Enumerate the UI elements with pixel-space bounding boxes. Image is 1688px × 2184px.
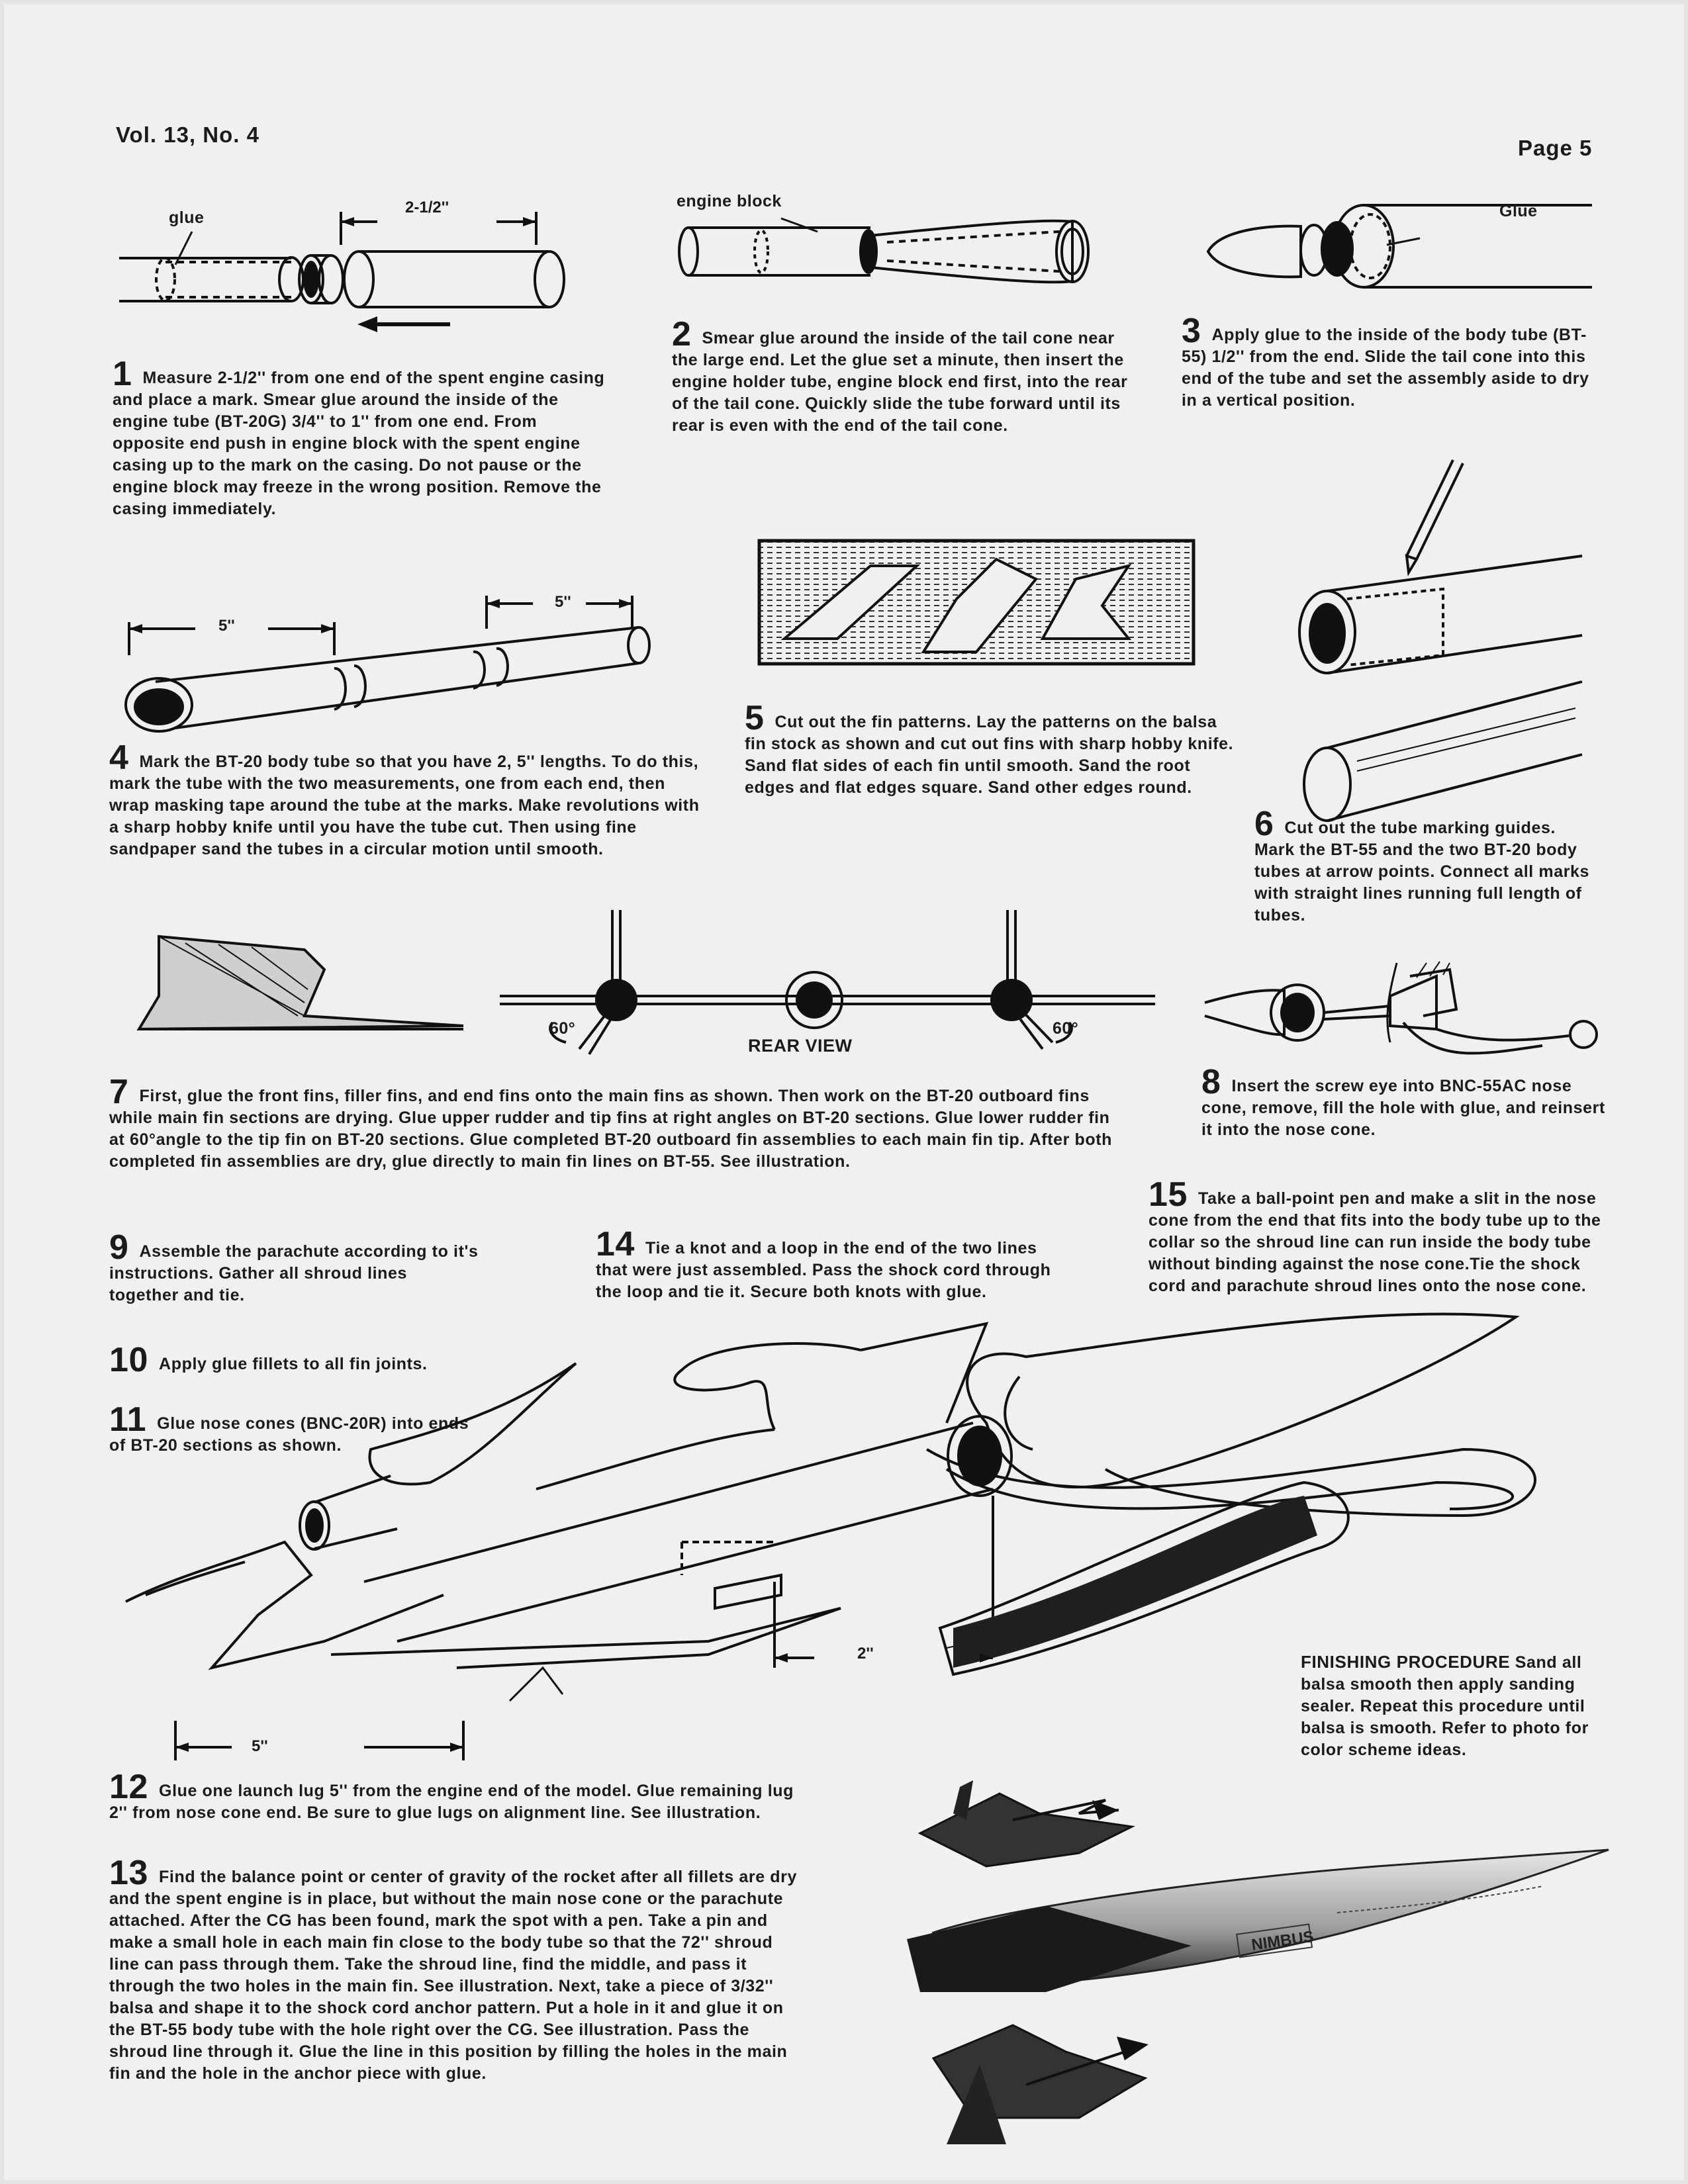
step-5-number: 5 — [745, 699, 765, 737]
page-number: Page 5 — [1518, 136, 1593, 160]
step-11-number: 11 — [109, 1400, 147, 1439]
step-4-number: 4 — [109, 739, 129, 777]
step-6-text: Cut out the tube marking guides. Mark th… — [1254, 819, 1590, 925]
label-glue-cap: Glue — [1499, 202, 1538, 220]
step-1-text: Measure 2-1/2'' from one end of the spen… — [113, 369, 605, 518]
step-10-text: Apply glue fillets to all fin joints. — [159, 1355, 428, 1373]
label-dim-2-half: 2-1/2'' — [405, 199, 449, 216]
finishing-title: FINISHING PROCEDURE — [1301, 1652, 1511, 1672]
diagram-fin-side — [136, 934, 464, 1031]
diagram-screw-eye — [1204, 961, 1598, 1055]
step-8-text: Insert the screw eye into BNC-55AC nose … — [1201, 1077, 1605, 1139]
step-9-text: Assemble the parachute according to it's… — [109, 1242, 479, 1304]
step-8-number: 8 — [1201, 1063, 1221, 1101]
step-4-text: Mark the BT-20 body tube so that you hav… — [109, 752, 700, 858]
label-rear-view: REAR VIEW — [748, 1036, 853, 1056]
step-5-text: Cut out the fin patterns. Lay the patter… — [745, 713, 1234, 797]
label-engine-block: engine block — [677, 192, 782, 210]
step-3-number: 3 — [1182, 312, 1201, 350]
label-dim-2: 2'' — [857, 1645, 874, 1662]
label-dim-5-a: 5'' — [218, 617, 235, 635]
step-11-text: Glue nose cones (BNC-20R) into ends of B… — [109, 1414, 469, 1455]
step-7-text: First, glue the front fins, filler fins,… — [109, 1087, 1113, 1171]
step-3-text: Apply glue to the inside of the body tub… — [1182, 326, 1589, 410]
rocket-photo: NIMBUS — [907, 1780, 1609, 2144]
finishing-text: Sand all balsa smooth then apply sanding… — [1301, 1653, 1589, 1759]
step-14-number: 14 — [596, 1225, 635, 1263]
label-angle-left: 60° — [549, 1019, 576, 1038]
volume-number: Vol. 13, No. 4 — [116, 122, 259, 147]
step-2-number: 2 — [672, 315, 692, 353]
step-13-text: Find the balance point or center of grav… — [109, 1868, 797, 2083]
step-2-text: Smear glue around the inside of the tail… — [672, 329, 1128, 435]
diagram-fin-patterns — [757, 539, 1196, 666]
step-9-number: 9 — [109, 1228, 129, 1267]
step-15-number: 15 — [1149, 1175, 1188, 1214]
diagram-rear-view — [500, 910, 1155, 1056]
step-6-number: 6 — [1254, 805, 1274, 843]
step-1-number: 1 — [113, 355, 132, 393]
diagram-tail-cone — [678, 217, 1090, 284]
step-12-number: 12 — [109, 1768, 149, 1806]
label-glue: glue — [169, 208, 205, 227]
diagram-bt20-cut — [124, 596, 651, 733]
step-7-number: 7 — [109, 1073, 129, 1111]
step-15-text: Take a ball-point pen and make a slit in… — [1149, 1189, 1601, 1295]
label-angle-right: 60° — [1053, 1019, 1079, 1038]
label-dim-5-b: 5'' — [555, 593, 571, 611]
step-12-text: Glue one launch lug 5'' from the engine … — [109, 1782, 794, 1822]
step-14-text: Tie a knot and a loop in the end of the … — [596, 1239, 1051, 1301]
step-10: 10 Apply glue fillets to all fin joints. — [109, 1343, 573, 1377]
finishing-procedure: FINISHING PROCEDURE Sand all balsa smoot… — [1301, 1651, 1605, 1761]
diagram-body-tube — [1206, 204, 1592, 289]
label-dim-5-lug: 5'' — [252, 1737, 268, 1755]
diagram-engine-tube — [119, 212, 565, 332]
diagram-tube-marking — [1298, 459, 1583, 822]
step-10-number: 10 — [109, 1341, 149, 1379]
step-13-number: 13 — [109, 1854, 149, 1892]
diagram-rocket-assembly — [125, 1312, 1536, 1760]
